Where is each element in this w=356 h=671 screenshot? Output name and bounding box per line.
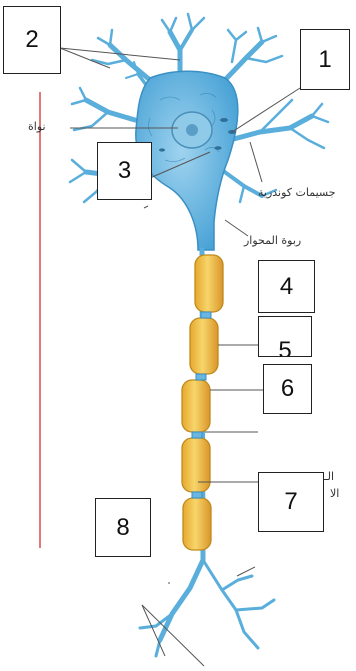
myelin-segment	[190, 318, 218, 374]
number-box-6: 6	[263, 364, 312, 414]
axon-terminals	[140, 560, 274, 656]
myelin-segment	[183, 498, 211, 550]
label-mitochondria: جسيمات كوندرية	[258, 186, 336, 199]
myelin-segment	[195, 255, 223, 312]
small-dash	[144, 206, 148, 208]
number-box-3: 3	[97, 142, 152, 200]
number-box-4: 4	[258, 260, 315, 313]
number-box-7: 7	[258, 472, 324, 532]
number-box-5: 5	[258, 316, 312, 357]
label-axon-hillock: ربوة المحوار	[244, 234, 301, 247]
number-box-8: 8	[95, 498, 151, 557]
label-nucleus: نواة	[28, 120, 46, 133]
nucleolus	[186, 124, 198, 136]
number-box-1: 1	[300, 29, 350, 90]
label-partial-b: الا	[330, 487, 339, 500]
number-box-2: 2	[3, 6, 61, 74]
myelin-sheath	[182, 255, 223, 550]
myelin-segment	[182, 438, 210, 492]
myelin-segment	[182, 380, 210, 432]
